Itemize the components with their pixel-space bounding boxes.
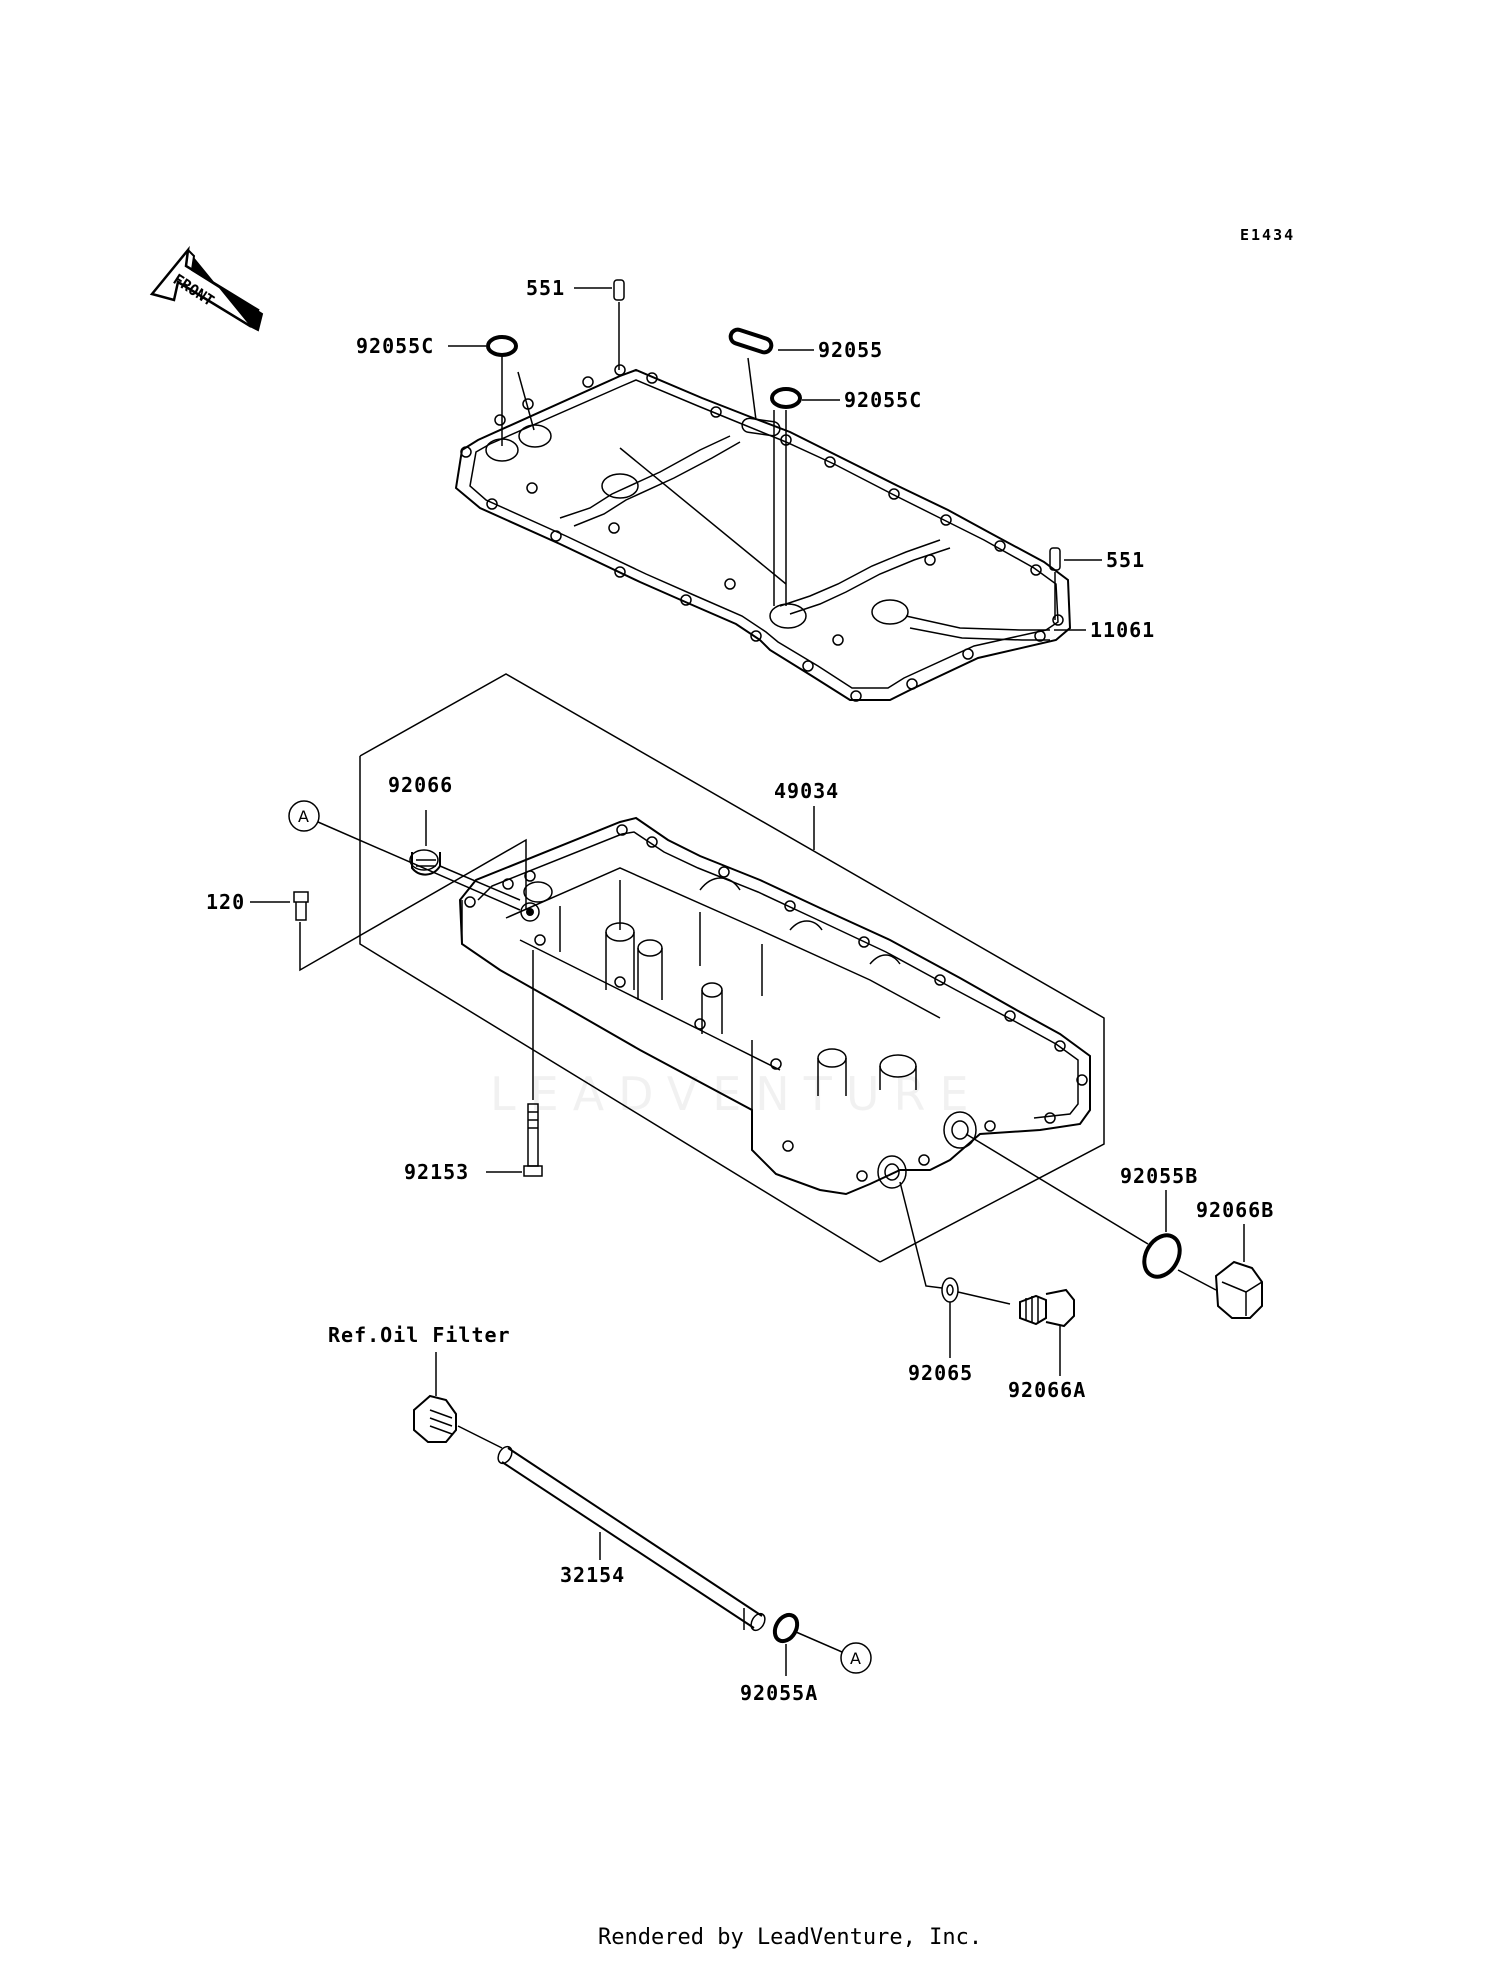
- label-o-ring-b: 92055B: [1120, 1164, 1198, 1188]
- bolt-92153[interactable]: [486, 950, 543, 1177]
- drain-plug-92066b[interactable]: [1177, 1224, 1263, 1319]
- plug-92066a[interactable]: [1019, 1288, 1075, 1376]
- label-gasket: 11061: [1090, 618, 1155, 642]
- svg-text:A: A: [850, 1649, 861, 1668]
- pipe-32154[interactable]: [495, 1444, 767, 1633]
- washer-92065[interactable]: [899, 1181, 1011, 1358]
- oval-seal-92055[interactable]: [728, 327, 814, 421]
- label-washer: 92065: [908, 1361, 973, 1385]
- label-plug-92066: 92066: [388, 773, 453, 797]
- label-bolt-92153: 92153: [404, 1160, 469, 1184]
- o-ring-92055c-right[interactable]: [619, 387, 840, 606]
- o-ring-92055b[interactable]: [965, 1133, 1187, 1283]
- footer-credit: Rendered by LeadVenture, Inc.: [598, 1925, 982, 1950]
- label-oil-pan: 49034: [774, 779, 839, 803]
- dowel-pin-top[interactable]: [574, 279, 625, 370]
- dowel-pin-right[interactable]: [1049, 547, 1102, 620]
- gasket-11061[interactable]: [454, 364, 1086, 702]
- label-bolt-120: 120: [206, 890, 245, 914]
- label-plug-a: 92066A: [1008, 1378, 1086, 1402]
- front-arrow-icon: FRONT: [149, 245, 264, 332]
- o-ring-92055c-left[interactable]: [448, 335, 535, 446]
- label-drain-plug-b: 92066B: [1196, 1198, 1274, 1222]
- label-o-ring-a: 92055A: [740, 1681, 818, 1705]
- label-o-ring-right: 92055C: [844, 388, 922, 412]
- plug-92066[interactable]: [409, 810, 521, 901]
- bolt-120[interactable]: [250, 838, 527, 972]
- watermark-text: LEADVENTURE: [490, 1067, 983, 1121]
- label-dowel-pin-top: 551: [526, 276, 565, 300]
- label-o-ring-left: 92055C: [356, 334, 434, 358]
- label-dowel-pin-right: 551: [1106, 548, 1145, 572]
- label-ref-oil-filter: Ref.Oil Filter: [328, 1323, 511, 1347]
- diagram-code: E1434: [1240, 226, 1295, 244]
- label-oval-seal: 92055: [818, 338, 883, 362]
- oil-filter-fitting: [413, 1352, 503, 1449]
- o-ring-92055a[interactable]: A: [770, 1611, 872, 1676]
- reference-circle-a-upper: A: [288, 800, 521, 911]
- label-pipe: 32154: [560, 1563, 625, 1587]
- oil-pan-49034[interactable]: [359, 673, 1105, 1263]
- svg-text:A: A: [298, 807, 309, 826]
